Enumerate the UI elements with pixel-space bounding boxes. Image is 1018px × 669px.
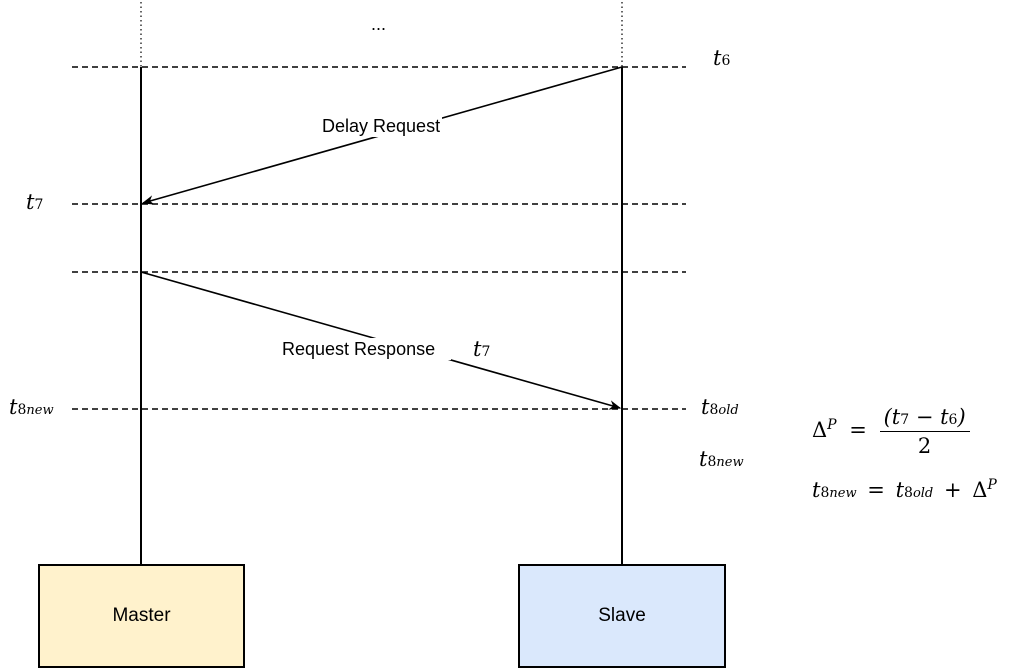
ellipsis-continuation: ... [371,14,387,34]
time-label-t8new-right: t8new [699,447,744,471]
time-label-t8old-right: t8old [701,395,739,419]
slave-label: Slave [598,605,646,626]
delta-equation: ΔP = (t7 − t6) 2 [812,405,970,458]
request-response-label: Request Response [280,338,452,360]
time-label-t8new-left: t8new [9,395,54,419]
time-label-t6: t6 [713,46,731,70]
master-label: Master [112,605,171,626]
master-box: Master [38,564,245,668]
time-label-t7-left: t7 [26,190,44,214]
time-label-t7-response: t7 [473,337,493,364]
slave-box: Slave [518,564,726,668]
delay-request-label: Delay Request [320,115,443,137]
delta-fraction: (t7 − t6) 2 [879,405,970,458]
t8-update-equation: t8new = t8old + ΔP [812,477,997,502]
